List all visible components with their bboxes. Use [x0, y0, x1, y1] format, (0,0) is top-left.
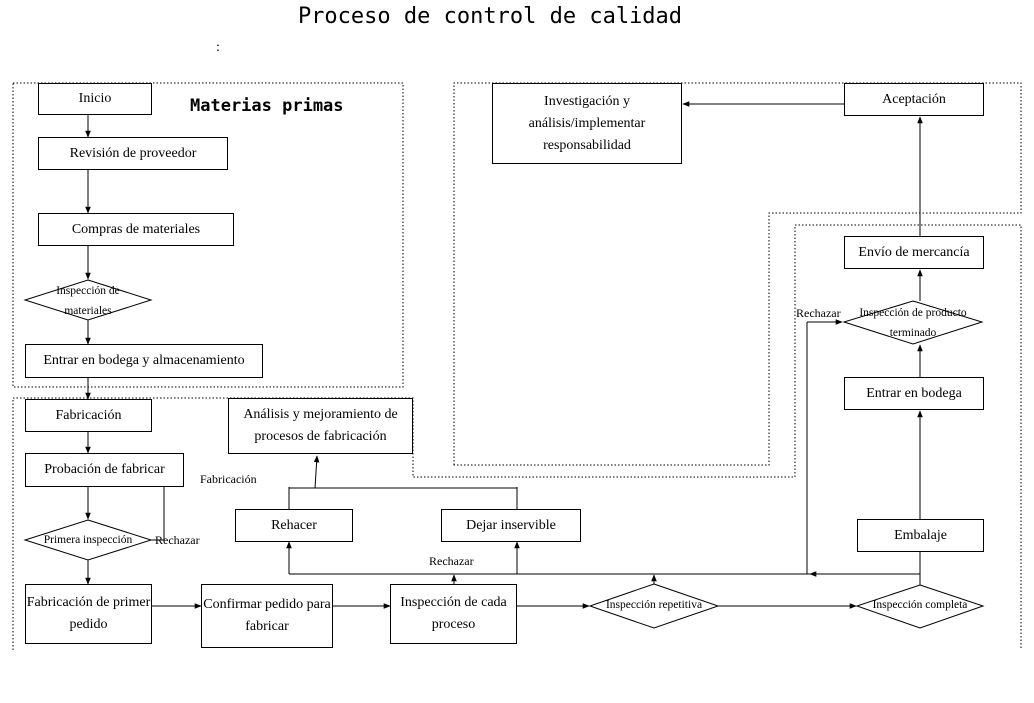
decision-inspeccion-repetitiva: Inspección repetitiva — [605, 599, 703, 611]
box-inspeccion-cada-proceso: Inspección de cada proceso — [390, 584, 517, 644]
box-entrar-bodega: Entrar en bodega — [844, 377, 984, 410]
decision-inspeccion-producto-terminado: Inspección de producto terminado — [859, 307, 967, 339]
decision-shape-repetitiva — [588, 583, 720, 629]
box-analisis-mejoramiento: Análisis y mejoramiento de procesos de f… — [228, 398, 413, 454]
arrow-to-analisis — [313, 455, 320, 489]
label-rechazar-proceso: Rechazar — [429, 554, 474, 568]
box-fabricacion-primer-pedido: Fabricación de primer pedido — [25, 584, 152, 644]
subtitle-colon: : — [216, 40, 220, 55]
box-embalaje: Embalaje — [857, 519, 984, 552]
box-aceptacion: Aceptación — [844, 83, 984, 116]
raw-materials-region — [12, 82, 404, 388]
box-inicio: Inicio — [38, 83, 152, 115]
box-compras-materiales: Compras de materiales — [38, 213, 234, 246]
decision-primera-inspeccion: Primera inspección — [43, 534, 133, 546]
decision-inspeccion-completa: Inspección completa — [872, 599, 968, 611]
box-revision-proveedor: Revisión de proveedor — [38, 137, 228, 170]
production-region — [12, 224, 1022, 650]
box-fabricacion: Fabricación — [25, 399, 152, 432]
decision-inspeccion-materiales: Inspección de materiales — [56, 285, 120, 317]
region-outlines — [12, 82, 1022, 650]
box-confirmar-pedido: Confirmar pedido para fabricar — [201, 584, 333, 648]
decision-shapes — [23, 279, 985, 629]
box-probacion-fabricar: Probación de fabricar — [25, 453, 184, 487]
label-rechazar-primera: Rechazar — [155, 533, 200, 547]
box-dejar-inservible: Dejar inservible — [441, 509, 581, 542]
label-rechazar-producto: Rechazar — [796, 306, 841, 320]
box-entrar-bodega-almacenamiento: Entrar en bodega y almacenamiento — [25, 344, 263, 378]
acceptance-region — [453, 82, 1022, 466]
decision-shape-completa — [855, 584, 985, 629]
page-title: Proceso de control de calidad — [297, 4, 683, 29]
label-fabricacion-loop: Fabricación — [200, 472, 257, 486]
connectors — [85, 101, 923, 609]
decision-shape-producto — [842, 300, 984, 345]
box-rehacer: Rehacer — [235, 509, 353, 542]
section-label-materias-primas: Materias primas — [190, 96, 344, 116]
box-investigacion-analisis: Investigación y análisis/implementar res… — [492, 83, 682, 164]
box-envio-mercancia: Envío de mercancía — [844, 236, 984, 269]
